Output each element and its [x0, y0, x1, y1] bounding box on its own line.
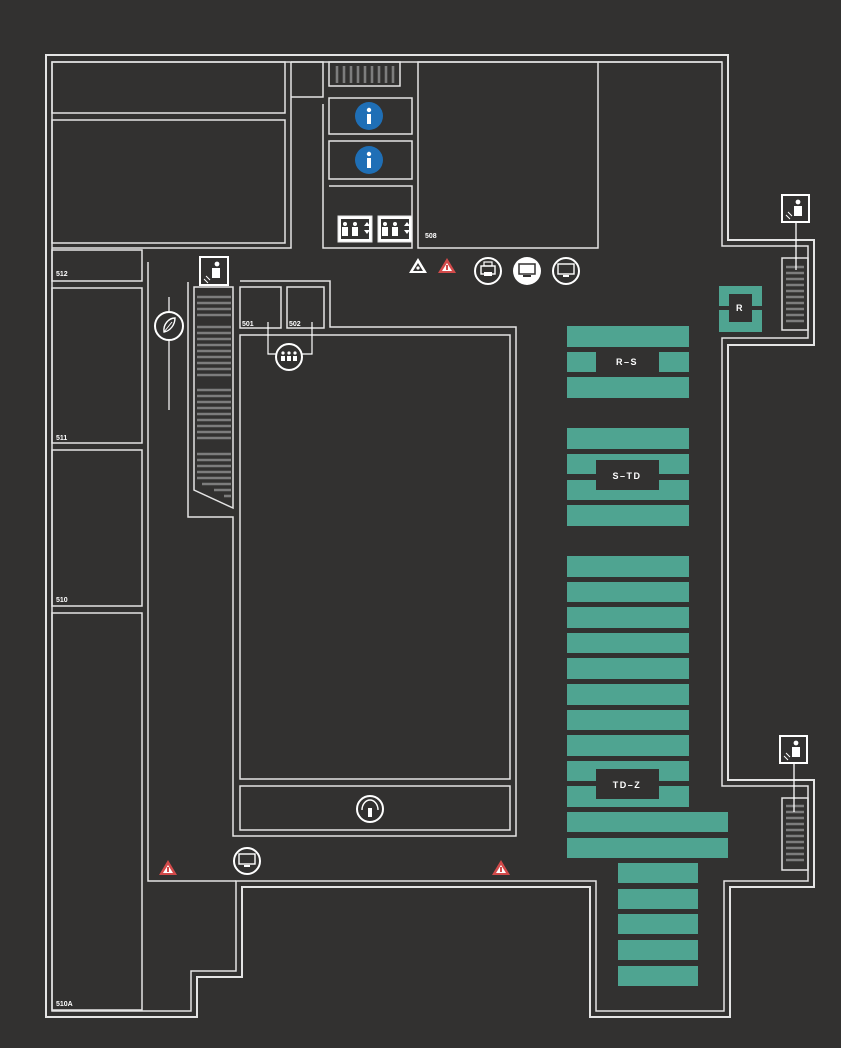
shelves-s-td	[567, 428, 689, 526]
printer-icon[interactable]	[474, 257, 502, 285]
stairs-top	[335, 66, 395, 83]
stairs-right-bottom-frame	[781, 797, 809, 871]
room-label-502: 502	[289, 321, 301, 328]
room-512[interactable]	[51, 249, 143, 282]
emergency-exit-stairs-icon[interactable]	[199, 256, 229, 286]
room-501[interactable]	[239, 286, 282, 329]
stairs-left	[197, 295, 231, 498]
room-label-510A: 510A	[56, 1001, 73, 1008]
room-info-2	[328, 140, 413, 180]
shelf-label-r-s: R–S	[616, 357, 638, 367]
room-top-stairs	[328, 61, 401, 87]
fire-extinguisher-icon[interactable]	[409, 258, 427, 273]
wall-vestibule	[291, 61, 324, 98]
emergency-exit-stairs-icon[interactable]	[779, 735, 808, 764]
first-aid-warning-icon[interactable]	[159, 860, 177, 875]
room-508[interactable]	[417, 61, 599, 249]
building-inner-outline	[51, 61, 809, 1012]
room-top-left-2	[51, 119, 286, 244]
room-510[interactable]	[51, 449, 143, 607]
group-study-room-icon[interactable]	[275, 343, 303, 371]
shelf-label-r: R	[736, 303, 744, 313]
stairs-left-frame	[193, 286, 234, 510]
room-label-512: 512	[56, 271, 68, 278]
room-label-511: 511	[56, 435, 67, 442]
room-info-1	[328, 97, 413, 135]
water-fountain-icon[interactable]	[356, 795, 384, 823]
room-central-bottom	[239, 785, 511, 831]
public-computer-icon[interactable]	[552, 257, 580, 285]
first-aid-warning-icon[interactable]	[438, 258, 456, 273]
elevator-icon[interactable]	[337, 215, 373, 243]
public-computer-icon[interactable]	[233, 847, 261, 875]
shelf-label-td-z: TD–Z	[613, 780, 642, 790]
room-502[interactable]	[286, 286, 325, 329]
room-label-508: 508	[425, 233, 437, 240]
stairs-right-top	[786, 265, 804, 323]
room-510A[interactable]	[51, 612, 143, 1011]
information-desk-icon[interactable]	[355, 102, 383, 130]
wall-elevator-area	[322, 104, 413, 249]
first-aid-warning-icon[interactable]	[492, 860, 510, 875]
room-central-reading	[239, 334, 511, 780]
room-label-501: 501	[242, 321, 254, 328]
wall-central-block	[187, 280, 517, 837]
shelves-r	[719, 286, 762, 332]
information-desk-icon[interactable]	[355, 146, 383, 174]
room-511[interactable]	[51, 287, 143, 444]
emergency-exit-stairs-icon[interactable]	[781, 194, 810, 223]
stairs-right-bottom	[786, 804, 804, 862]
corridor-left-wall	[147, 262, 236, 882]
elevator-icon[interactable]	[377, 215, 413, 243]
shelves-td-z	[567, 556, 728, 986]
scanner-computer-icon[interactable]	[513, 257, 541, 285]
wall-top-left-block	[52, 62, 292, 249]
shelf-label-s-td: S–TD	[612, 471, 641, 481]
stairs-right-top-frame	[781, 257, 809, 331]
quiet-zone-leaf-icon[interactable]	[154, 311, 184, 341]
shelves-r-s	[567, 326, 689, 398]
building-outline	[45, 54, 815, 1018]
room-label-510: 510	[56, 597, 68, 604]
room-top-left-1	[51, 61, 286, 114]
